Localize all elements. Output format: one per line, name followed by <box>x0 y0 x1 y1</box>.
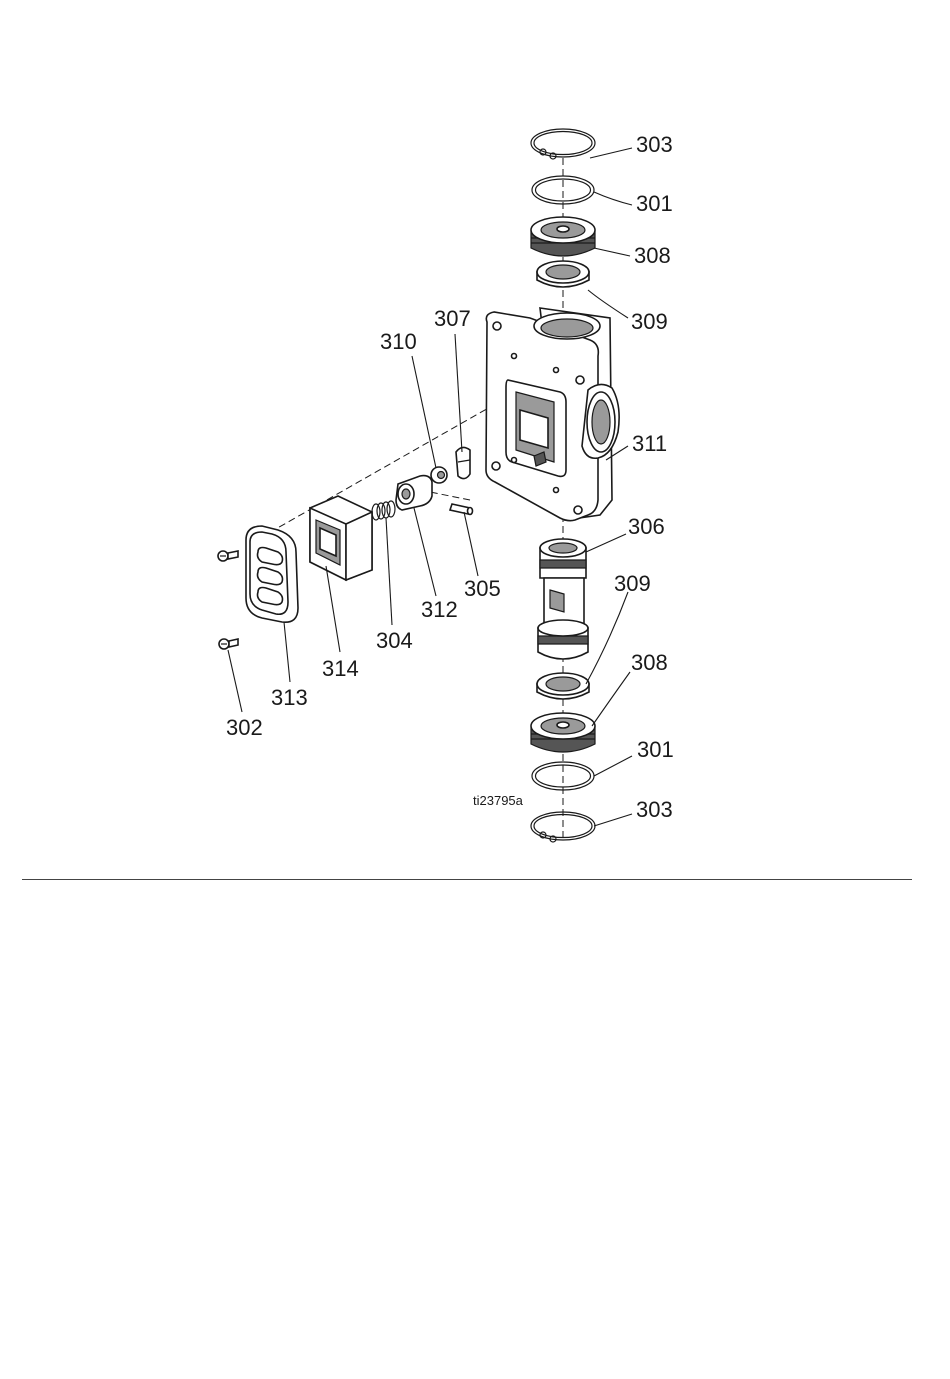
callout-308-top: 308 <box>634 243 671 268</box>
callout-314: 314 <box>322 656 359 681</box>
screw-lower <box>219 639 238 649</box>
callout-306: 306 <box>628 514 665 539</box>
pin <box>450 504 473 515</box>
callout-303-top: 303 <box>636 132 673 157</box>
detent-bushing <box>431 467 447 483</box>
figure-id: ti23795a <box>473 793 524 808</box>
seal-bottom <box>537 673 589 699</box>
detent-key <box>456 447 470 478</box>
callout-305: 305 <box>464 576 501 601</box>
manifold-housing <box>486 308 619 521</box>
mounting-bracket <box>310 496 372 580</box>
seal-top <box>537 261 589 287</box>
cover-plate <box>246 526 298 622</box>
callout-303-bottom: 303 <box>636 797 673 822</box>
callout-309-bottom: 309 <box>614 571 651 596</box>
callout-311: 311 <box>632 431 667 456</box>
retaining-ring-top <box>531 129 595 159</box>
exploded-parts-diagram: 303 301 308 309 307 310 311 306 309 305 … <box>0 0 950 900</box>
valve-cartridge <box>538 539 588 659</box>
callout-310: 310 <box>380 329 417 354</box>
callout-312: 312 <box>421 597 458 622</box>
callout-313: 313 <box>271 685 308 710</box>
spring <box>372 501 395 520</box>
callout-301-bottom: 301 <box>637 737 674 762</box>
callout-307: 307 <box>434 306 471 331</box>
screw-upper <box>218 551 238 561</box>
callout-302: 302 <box>226 715 263 740</box>
callout-308-bottom: 308 <box>631 650 668 675</box>
valve-seat-bottom <box>531 713 595 752</box>
valve-seat-top <box>531 217 595 256</box>
horizontal-rule <box>22 879 912 880</box>
callout-304: 304 <box>376 628 413 653</box>
callout-309-top: 309 <box>631 309 668 334</box>
lever-block <box>396 476 432 510</box>
callout-301-top: 301 <box>636 191 673 216</box>
